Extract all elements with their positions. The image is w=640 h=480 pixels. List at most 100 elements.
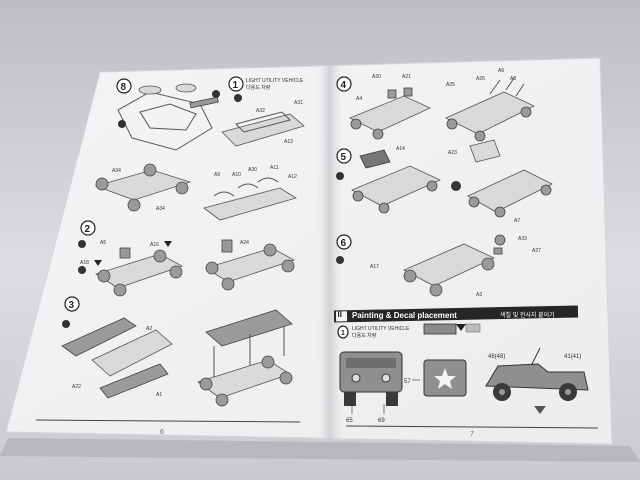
vehicle-number: 1 (341, 330, 345, 337)
spring-part (237, 183, 259, 189)
a16-arrow-icon (164, 241, 172, 247)
step-3: 3 A2 A22 A1 (61, 296, 173, 399)
step-3-badge (64, 296, 80, 312)
step-5-badge (336, 148, 352, 164)
paint-code-box (465, 323, 481, 333)
wheel (95, 177, 109, 191)
label-a30: A30 (248, 167, 257, 173)
side-view-windshield (531, 347, 541, 365)
wheel (426, 180, 438, 192)
label-a13: A13 (284, 139, 293, 145)
label-a8: A8 (510, 76, 516, 82)
chassis-with-axles (94, 169, 192, 201)
step-1-title: LIGHT UTILITY VEHICLE (246, 78, 304, 84)
step-6-number: 6 (341, 238, 347, 249)
hub (499, 389, 505, 395)
right-page-number: 7 (470, 431, 474, 438)
left-page-rule (35, 419, 301, 423)
a18-arrow-icon (94, 260, 102, 266)
label-a27: A27 (532, 248, 541, 254)
vehicle-title-block: 1 LIGHT UTILITY VEHICLE 다용도 차량 (337, 323, 481, 339)
label-a5: A5 (100, 240, 106, 246)
label-a4: A4 (356, 96, 362, 102)
right-page: 4 A20 A21 A4 A25 A26 A6 A8 5 (333, 68, 599, 438)
section-title: Painting & Decal placement (352, 311, 457, 320)
chassis-wheels-left: A34 A34 (94, 163, 192, 212)
step-1-badge (228, 76, 244, 92)
step-2-number: 2 (85, 224, 91, 235)
label-a20: A20 (372, 74, 381, 80)
vehicle-number-badge (337, 325, 349, 339)
wheel (263, 243, 277, 257)
step-3-glue-mark (62, 320, 70, 328)
label-a6: A6 (498, 68, 504, 74)
step-3-number: 3 (69, 300, 75, 311)
step-8-part-top (138, 85, 162, 95)
color-swatch-arrow-icon (456, 324, 466, 331)
chassis-frame-springs (203, 187, 297, 221)
label-a11: A11 (270, 165, 279, 171)
step-4-body (349, 95, 431, 133)
wheel (279, 371, 293, 385)
step-8: 8 (116, 78, 220, 151)
label-a18: A18 (80, 260, 89, 266)
label-a33: A33 (518, 236, 527, 242)
step-6: 6 A33 A27 A17 A3 (336, 234, 541, 298)
label-a32: A32 (256, 108, 265, 114)
step-8-windshield-bar (189, 96, 219, 109)
wheel (403, 269, 417, 283)
label-a21: A21 (402, 74, 411, 80)
step-5b-body (467, 169, 553, 213)
wheel (474, 130, 486, 142)
step-2-glue-mark (78, 240, 86, 248)
wheel (153, 249, 167, 263)
label-a34-bottom: A34 (156, 206, 165, 212)
wheel (169, 265, 183, 279)
step-1-subtitle: 다용도 차량 (246, 84, 271, 91)
wheel (221, 277, 235, 291)
wheel (127, 198, 141, 212)
wheel (281, 259, 295, 273)
step-5-body (351, 165, 441, 207)
step-8-badge (116, 78, 132, 94)
step-2: 2 A5 A16 A18 (78, 220, 183, 297)
decal-front-left: 65 (346, 418, 353, 424)
front-view-illustration: 65 69 (339, 351, 403, 424)
color-swatch (423, 323, 457, 335)
label-a1: A1 (156, 392, 162, 398)
step-6-body (403, 243, 495, 287)
spring-part (257, 177, 279, 183)
step-2-glue-mark-2 (78, 266, 86, 274)
step-4b-attach-lines (489, 77, 525, 97)
decal-front-right: 69 (378, 418, 385, 424)
headlight (351, 373, 361, 383)
wheel (446, 118, 458, 130)
wheel (540, 184, 552, 196)
step-5-glue-mark (336, 172, 344, 180)
label-a26: A26 (476, 76, 485, 82)
label-a9: A9 (214, 172, 220, 178)
decal-side-left: 48(48) (488, 354, 505, 360)
spare-mount-part (493, 247, 503, 255)
wheel (429, 283, 443, 297)
step-1-chassis-rail (235, 111, 291, 133)
vehicle-title: LIGHT UTILITY VEHICLE (352, 326, 410, 332)
label-a3: A3 (476, 292, 482, 298)
headlight (381, 373, 391, 383)
step-5-number: 5 (341, 152, 347, 163)
wheel (261, 355, 275, 369)
label-a22: A22 (72, 384, 81, 390)
spring-part (213, 191, 235, 197)
wheel (97, 269, 111, 283)
vehicle-subtitle: 다용도 차량 (352, 332, 377, 339)
step-2-badge (80, 220, 96, 236)
label-a31: A31 (294, 100, 303, 106)
label-a12: A12 (288, 174, 297, 180)
label-a10: A10 (232, 172, 241, 178)
step-3-right (197, 309, 293, 407)
step-8-number: 8 (121, 82, 127, 93)
windshield-part (359, 149, 391, 169)
spare-wheel-part (494, 234, 506, 246)
right-page-rule (345, 425, 599, 429)
